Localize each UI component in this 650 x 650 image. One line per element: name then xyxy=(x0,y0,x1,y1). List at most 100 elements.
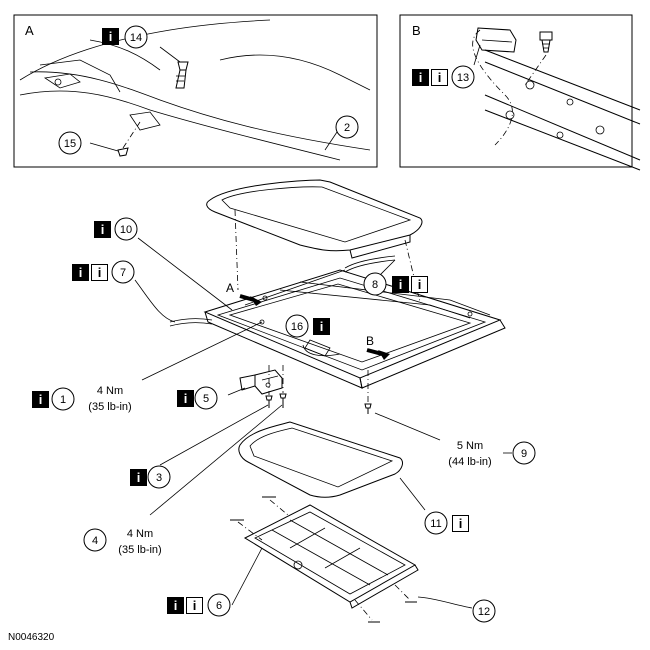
leader-9a xyxy=(374,412,441,441)
inset-b-screw-centerline xyxy=(524,54,547,86)
inset-a-rail-lower xyxy=(19,90,341,161)
frame-outline xyxy=(203,269,502,379)
info-icon: i xyxy=(167,597,184,614)
screw-4 xyxy=(279,393,287,408)
inset-a-centerline xyxy=(122,121,141,149)
svg-text:4 Nm: 4 Nm xyxy=(97,385,123,397)
svg-text:i: i xyxy=(98,265,102,280)
info-icon: i xyxy=(313,318,330,335)
frame-front-edge xyxy=(204,311,363,389)
leader-7 xyxy=(134,279,176,323)
glass-panel xyxy=(206,119,423,259)
callout-5: 5 xyxy=(194,386,218,410)
callout-8: 8 xyxy=(363,272,387,296)
callout-11: 11 xyxy=(424,511,448,535)
sunroof-frame xyxy=(169,255,506,389)
info-icon: i xyxy=(72,264,89,281)
drain-tube-rear xyxy=(344,255,396,269)
svg-text:i: i xyxy=(399,277,403,292)
leader-16 xyxy=(302,344,341,357)
info-icon: i xyxy=(392,276,409,293)
figure-id: N0046320 xyxy=(8,632,55,643)
leader-1 xyxy=(141,321,263,381)
info-icon: i xyxy=(102,28,119,45)
leader-3 xyxy=(159,404,269,466)
svg-text:(35 lb-in): (35 lb-in) xyxy=(118,544,161,556)
info-outline-icon: i xyxy=(431,69,448,86)
inset-b-hole-4 xyxy=(505,110,515,120)
inset-b-hole-3 xyxy=(595,125,605,135)
info-icon: i xyxy=(32,391,49,408)
glass-seal xyxy=(238,421,403,498)
info-outline-icon: i xyxy=(186,597,203,614)
sunshade-centerline-2 xyxy=(269,499,289,516)
callout-6: 6 xyxy=(207,593,231,617)
leader-13 xyxy=(473,44,481,66)
sunshade xyxy=(243,504,419,609)
leader-10 xyxy=(137,237,233,311)
centerline-glass-a xyxy=(234,209,239,291)
svg-text:i: i xyxy=(419,70,423,85)
drain-tube-rear-b xyxy=(344,259,396,273)
svg-text:15: 15 xyxy=(64,138,76,150)
inset-b: B xyxy=(399,14,641,171)
inset-a-fold xyxy=(89,39,161,71)
frame-rail-3 xyxy=(244,269,346,306)
leader-5 xyxy=(227,387,246,396)
view-arrow-b-label: B xyxy=(366,334,374,348)
torque-spec-1: 4 Nm (35 lb-in) xyxy=(88,385,131,413)
inset-a-pin xyxy=(175,61,189,89)
inset-b-clip xyxy=(475,27,517,53)
inset-a-label: A xyxy=(25,23,34,38)
svg-text:i: i xyxy=(137,470,141,485)
svg-text:1: 1 xyxy=(60,394,66,406)
callout-14: 14 xyxy=(124,25,148,49)
svg-text:i: i xyxy=(174,598,178,613)
inset-a-bracket xyxy=(39,59,121,93)
svg-text:i: i xyxy=(79,265,83,280)
info-outline-icon: i xyxy=(91,264,108,281)
leader-11 xyxy=(399,477,426,511)
inset-a-hole xyxy=(54,78,62,86)
info-icon: i xyxy=(130,469,147,486)
inset-a-clip xyxy=(129,111,161,131)
svg-text:i: i xyxy=(184,391,188,406)
frame-side-edge xyxy=(359,319,506,389)
callout-2: 2 xyxy=(335,115,359,139)
inset-b-rail-bottom-b xyxy=(484,109,641,171)
inset-a-roof-edge xyxy=(19,19,271,81)
inset-a-push-pin xyxy=(117,147,129,157)
inset-b-rail-bottom-a xyxy=(484,94,641,161)
svg-text:i: i xyxy=(193,598,197,613)
svg-text:5 Nm: 5 Nm xyxy=(457,440,483,452)
sunshade-centerline-4 xyxy=(394,584,411,601)
info-outline-icon: i xyxy=(452,515,469,532)
callout-4: 4 xyxy=(83,528,107,552)
svg-text:i: i xyxy=(109,29,113,44)
inset-a-bracket-tab xyxy=(43,73,81,89)
callout-3: 3 xyxy=(147,465,171,489)
view-arrow-a: A xyxy=(226,281,262,306)
svg-text:16: 16 xyxy=(291,321,303,333)
screw-3 xyxy=(265,395,273,408)
inset-b-rail-top-a xyxy=(484,49,641,111)
svg-text:14: 14 xyxy=(130,32,142,44)
svg-text:(44 lb-in): (44 lb-in) xyxy=(448,456,491,468)
glass-outer xyxy=(206,179,423,252)
frame-fastener-1 xyxy=(259,319,265,325)
inset-b-hole-2 xyxy=(566,98,574,106)
glass-inner xyxy=(221,186,412,243)
callout-9: 9 xyxy=(512,441,536,465)
torque-spec-4: 4 Nm (35 lb-in) xyxy=(118,528,161,556)
svg-text:9: 9 xyxy=(521,448,527,460)
inset-b-hole-1 xyxy=(525,80,535,90)
frame-opening xyxy=(228,283,472,363)
callout-13: 13 xyxy=(451,65,475,89)
frame-fastener-2 xyxy=(262,295,268,301)
svg-text:i: i xyxy=(418,277,422,292)
leader-6 xyxy=(231,547,263,606)
sunshade-centerline-3 xyxy=(354,599,373,621)
sunshade-centerline-1 xyxy=(237,521,263,541)
leader-14 xyxy=(159,46,181,63)
